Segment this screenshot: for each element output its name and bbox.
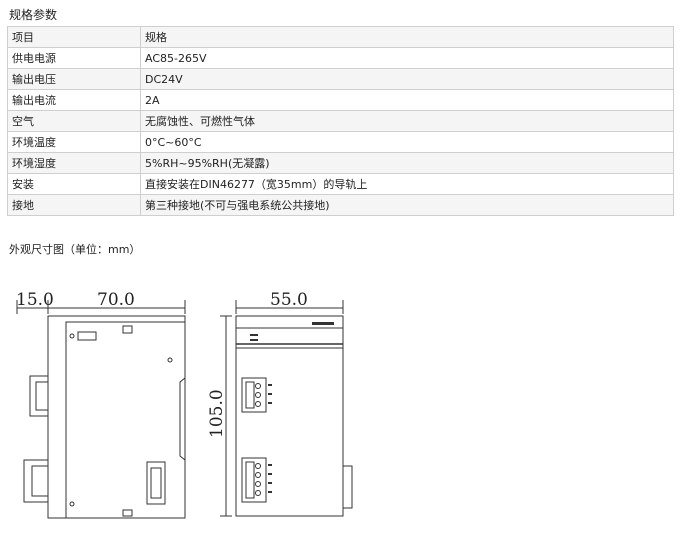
header-spec: 规格 xyxy=(140,26,674,48)
row-spec: 无腐蚀性、可燃性气体 xyxy=(140,110,674,132)
spec-section-title: 规格参数 xyxy=(9,8,58,22)
row-item: 输出电压 xyxy=(7,68,141,90)
table-row: 环境湿度 5%RH~95%RH(无凝露) xyxy=(7,152,674,174)
header-item: 项目 xyxy=(7,26,141,48)
dim-side-width: 70.0 xyxy=(97,290,135,310)
table-row: 环境温度 0°C~60°C xyxy=(7,131,674,153)
table-row: 输出电流 2A xyxy=(7,89,674,111)
row-item: 输出电流 xyxy=(7,89,141,111)
dimension-section-title: 外观尺寸图（单位：mm） xyxy=(9,243,141,256)
table-row: 接地 第三种接地(不可与强电系统公共接地) xyxy=(7,194,674,216)
row-item: 环境湿度 xyxy=(7,152,141,174)
dim-left-depth: 15.0 xyxy=(16,290,54,310)
side-view xyxy=(16,300,186,519)
row-item: 接地 xyxy=(7,194,141,216)
row-spec: AC85-265V xyxy=(140,47,674,69)
table-row: 供电电源 AC85-265V xyxy=(7,47,674,69)
row-item: 供电电源 xyxy=(7,47,141,69)
spec-table: 项目 规格 供电电源 AC85-265V 输出电压 DC24V 输出电流 2A … xyxy=(7,26,674,216)
dimension-drawing: 15.0 70.0 xyxy=(16,290,353,519)
row-spec: 2A xyxy=(140,89,674,111)
front-view-marks xyxy=(250,322,334,493)
dim-front-width: 55.0 xyxy=(270,290,308,310)
table-header-row: 项目 规格 xyxy=(7,26,674,48)
row-spec: 直接安装在DIN46277（宽35mm）的导轨上 xyxy=(140,173,674,195)
row-item: 安装 xyxy=(7,173,141,195)
row-item: 空气 xyxy=(7,110,141,132)
table-row: 输出电压 DC24V xyxy=(7,68,674,90)
row-spec: 5%RH~95%RH(无凝露) xyxy=(140,152,674,174)
row-spec: 0°C~60°C xyxy=(140,131,674,153)
table-row: 安装 直接安装在DIN46277（宽35mm）的导轨上 xyxy=(7,173,674,195)
dim-height: 105.0 xyxy=(207,389,227,438)
row-spec: DC24V xyxy=(140,68,674,90)
row-item: 环境温度 xyxy=(7,131,141,153)
row-spec: 第三种接地(不可与强电系统公共接地) xyxy=(140,194,674,216)
table-row: 空气 无腐蚀性、可燃性气体 xyxy=(7,110,674,132)
front-view xyxy=(220,300,353,517)
